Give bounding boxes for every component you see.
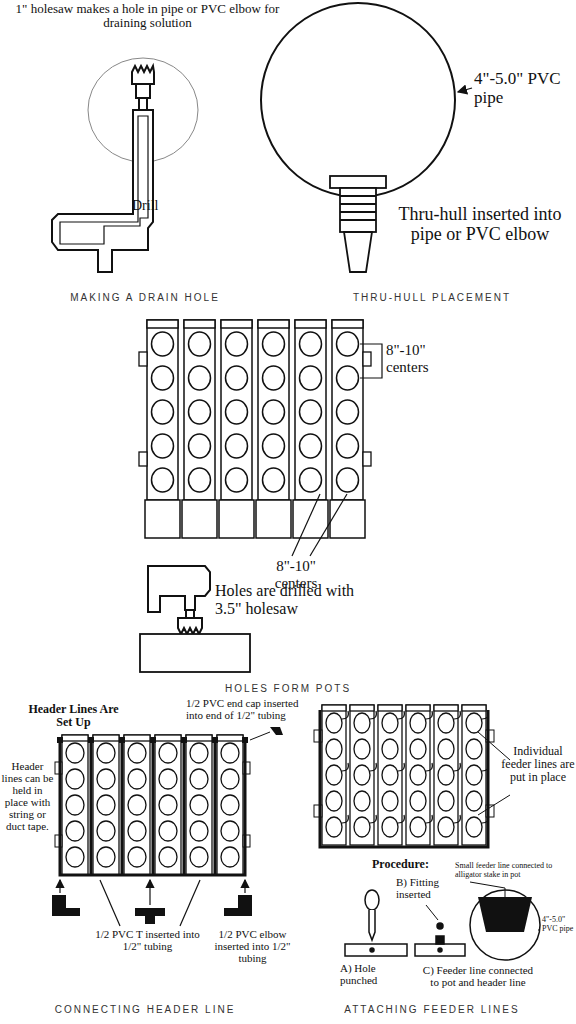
leader-line [426,905,438,920]
end-cap-symbol [270,727,283,735]
pvc-pipe [462,705,488,845]
dimension-text: 8"-10" centers [386,342,456,375]
pvc-pipe [217,735,243,875]
pvc-pipe [434,705,460,845]
pot-symbol [478,897,532,932]
pvc-pipe [124,735,150,875]
pvc-pipe-array [139,320,371,538]
panel-caption: ATTACHING FEEDER LINES [288,1004,576,1015]
header-tubing [320,710,488,847]
leader-arrow [458,88,472,92]
step-text: B) Fitting inserted [396,876,454,900]
pvc-pipe-section [470,890,540,960]
fitting-symbol [415,923,465,956]
part-name: 1/2 PVC T inserted into 1/2" tubing [95,928,200,952]
leader-arrow [60,880,245,926]
part-name: Drill [132,198,182,213]
part-name: 4"-5.0" PVC pipe [474,70,574,107]
panel-caption: CONNECTING HEADER LINE [0,1004,290,1015]
pvc-pipe [155,735,181,875]
panel-caption: MAKING A DRAIN HOLE [0,292,290,303]
drill-symbol [148,566,210,634]
pvc-pipe [406,705,432,845]
note-text: Individual feeder lines are put in place [500,745,576,785]
note-text: 1/2 PVC end cap inserted into end of 1/2… [186,697,306,721]
pvc-pipe [378,705,404,845]
drill-symbol [52,66,154,272]
leader-line [250,732,270,740]
feeder-line [470,882,505,897]
pvc-pipe [293,320,328,538]
step-text: A) Hole punched [340,962,415,986]
note-text: Holes are drilled with 3.5" holesaw [215,582,380,617]
end-cap [57,737,248,743]
part-name: 4"-5.0" PVC pipe [542,916,576,934]
pvc-pipe [350,705,376,845]
pvc-pipe [93,735,119,875]
dimension-leader [292,344,382,556]
pvc-pipe [62,735,88,875]
heading-text: Header Lines Are Set Up [26,703,121,729]
leader-line [478,732,510,760]
pvc-pipe [322,705,348,845]
heading-text: Procedure: [372,858,452,871]
panel-caption: THRU-HULL PLACEMENT [288,292,576,303]
header-tubing [60,742,245,875]
pipe-end-view [140,634,250,672]
pvc-pipe [182,320,217,538]
part-name: 1/2 PVC elbow inserted into 1/2" tubing [205,928,300,964]
step-text: C) Feeder line connected to pot and head… [418,964,538,988]
pvc-pipe [219,320,254,538]
pvc-pipe [256,320,291,538]
pvc-pipe-array [314,705,494,845]
note-text: Header lines can be held in place with s… [0,760,55,833]
pvc-pipe-section [261,3,455,197]
leader-line [478,795,510,815]
note-text: 1" holesaw makes a hole in pipe or PVC e… [5,2,290,31]
pvc-fitting-symbol [52,895,252,924]
leader-line [538,930,540,931]
thru-hull-fitting [330,176,386,272]
pvc-pipe [145,320,180,538]
note-text: Small feeder line connected to alligator… [455,862,575,880]
pvc-pipe-array [55,735,250,875]
pvc-pipe [186,735,212,875]
pvc-pipe [330,320,365,538]
part-name: Thru-hull inserted into pipe or PVC elbo… [385,205,575,245]
panel-caption: HOLES FORM POTS [0,683,576,694]
